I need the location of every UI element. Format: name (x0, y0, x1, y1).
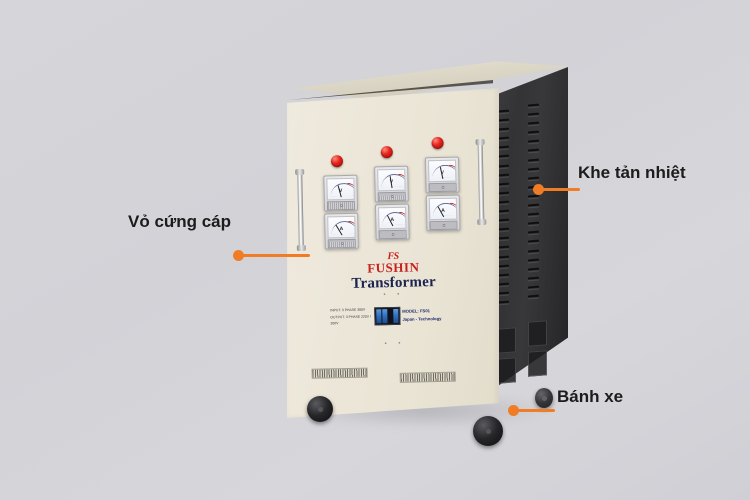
phase-l1-lamp (330, 155, 344, 168)
callout-leader-line (515, 409, 555, 412)
terminal-block[interactable] (374, 306, 401, 326)
spec-plate-input-output: INPUT: 3 PHASE 380V OUTPUT: 3 PHASE 220V… (330, 307, 372, 327)
door-handle-left[interactable] (297, 171, 304, 249)
phase-l2-lamp (380, 145, 393, 159)
meter-unit-label: V (389, 178, 394, 186)
voltmeter-l1: V (323, 174, 359, 212)
ammeter-l3: A (425, 194, 461, 232)
spec-plate-model-origin: MODEL: FS01 Japan - Technology (402, 307, 452, 324)
side-grille-panel (528, 350, 547, 377)
panel-rivets: • • (384, 340, 406, 348)
spec-output-line: OUTPUT: 3 PHASE 220V / 200V (330, 314, 371, 326)
caster-wheel-left (307, 396, 333, 422)
caster-wheel-front (473, 416, 503, 446)
callout-label: Khe tản nhiệt (578, 163, 686, 182)
phase-l3-lamp (431, 136, 444, 150)
vent-slot-column-1 (498, 109, 509, 305)
ammeter-l2: A (374, 203, 410, 241)
ammeter-l1: A (324, 212, 359, 250)
meter-unit-label: A (390, 216, 395, 224)
cabinet-housing (287, 88, 499, 418)
spec-plate: INPUT: 3 PHASE 380V OUTPUT: 3 PHASE 220V… (330, 303, 460, 330)
meter-unit-label: V (440, 169, 445, 176)
meter-unit-label: A (339, 226, 344, 233)
front-vent-louver (311, 367, 368, 379)
front-control-panel: V V V (283, 86, 502, 421)
front-vent-louver (399, 371, 456, 383)
side-grille-panel (528, 320, 547, 347)
voltmeter-l3: V (424, 156, 460, 194)
spec-origin-line: Japan - Technology (402, 315, 442, 322)
callout-leader-line (238, 254, 310, 257)
callout-label: Bánh xe (557, 387, 624, 406)
caster-wheel-rear (535, 388, 553, 408)
voltmeter-l2: V (374, 165, 409, 203)
callout-dot-icon (508, 405, 519, 416)
vent-slot-column-2 (528, 103, 539, 299)
callout-dot-icon (533, 184, 544, 195)
meter-unit-label: V (338, 188, 343, 195)
meter-unit-label: A (441, 207, 445, 214)
callout-leader-line (540, 188, 580, 191)
callout-label: Vỏ cứng cáp (128, 212, 231, 231)
transformer-unit: V V V (283, 58, 575, 446)
door-handle-right[interactable] (477, 142, 485, 223)
